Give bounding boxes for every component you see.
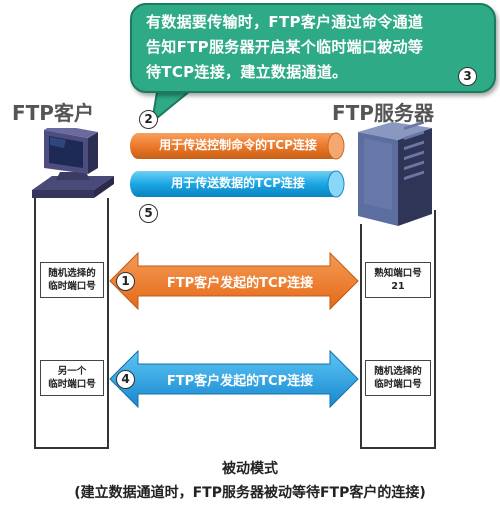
control-pipe-label: 用于传送控制命令的TCP连接 — [159, 138, 317, 152]
data-pipe — [130, 170, 345, 198]
callout-text-line1: 有数据要传输时，FTP客户通过命令通道 — [146, 13, 424, 31]
callout-seam — [161, 84, 193, 88]
server-port-1-line1: 熟知端口号 — [374, 268, 422, 279]
connection-4-arrow — [109, 349, 359, 409]
server-port-box-2: 随机选择的 临时端口号 — [365, 360, 431, 396]
server-title: FTP服务器 — [332, 101, 434, 125]
step-1-badge: 1 — [116, 272, 135, 291]
step-2-badge: 2 — [139, 110, 158, 129]
server-port-box-1: 熟知端口号 21 — [365, 262, 431, 298]
caption-subtitle: (建立数据通道时，FTP服务器被动等待FTP客户的连接) — [74, 485, 426, 501]
client-port-1-line2: 临时端口号 — [48, 281, 96, 292]
callout-bubble: 有数据要传输时，FTP客户通过命令通道 告知FTP服务器开启某个临时端口被动等 … — [130, 3, 496, 93]
callout-text-line2: 告知FTP服务器开启某个临时端口被动等 — [146, 38, 424, 56]
data-pipe-label: 用于传送数据的TCP连接 — [171, 176, 305, 190]
client-title: FTP客户 — [12, 101, 94, 125]
connection-4-label: FTP客户发起的TCP连接 — [166, 374, 314, 389]
client-column-bottom-line — [34, 447, 109, 449]
client-column-left-line — [34, 198, 36, 448]
server-tower-icon — [358, 122, 432, 226]
control-pipe — [130, 132, 345, 160]
server-port-2-line1: 随机选择的 — [374, 366, 422, 377]
server-column-right-line — [434, 210, 436, 448]
server-port-1-line2: 21 — [391, 281, 405, 292]
client-port-2-line1: 另一个 — [57, 366, 87, 377]
caption-title: 被动模式 — [222, 461, 278, 477]
client-port-box-2: 另一个 临时端口号 — [40, 360, 104, 396]
connection-1-label: FTP客户发起的TCP连接 — [166, 276, 314, 291]
client-port-1-line1: 随机选择的 — [48, 268, 96, 279]
client-port-2-line2: 临时端口号 — [48, 379, 96, 390]
server-column-bottom-line — [360, 447, 436, 449]
client-column-right-line — [107, 198, 109, 448]
client-computer-icon — [32, 128, 114, 198]
server-port-2-line2: 临时端口号 — [374, 379, 422, 390]
server-column-left-line — [360, 224, 362, 448]
callout-text-line3: 待TCP连接，建立数据通道。 — [146, 63, 348, 81]
step-5-badge: 5 — [139, 204, 158, 223]
client-port-box-1: 随机选择的 临时端口号 — [40, 262, 104, 298]
step-3-badge: 3 — [458, 67, 477, 86]
callout-text: 有数据要传输时，FTP客户通过命令通道 告知FTP服务器开启某个临时端口被动等 … — [146, 10, 486, 85]
step-4-badge: 4 — [116, 370, 135, 389]
connection-1-arrow — [109, 251, 359, 311]
